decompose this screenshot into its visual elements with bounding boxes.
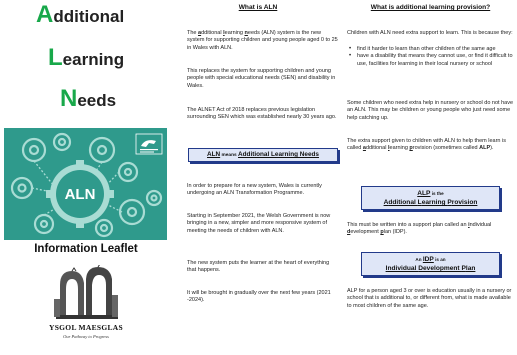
cover-aln-text: ALN: [65, 186, 96, 203]
extra-support-paragraph: Children with ALN need extra support to …: [347, 30, 513, 36]
welsh-government-logo: [135, 133, 163, 155]
idp-definition-box: An IDP is an Individual Development Plan: [361, 252, 500, 276]
alp-age-3-paragraph: ALP for a person aged 3 or over is educa…: [347, 288, 512, 309]
learner-heart-paragraph: The new system puts the learner at the h…: [187, 260, 330, 274]
title-learning: Learning: [48, 44, 125, 71]
reasons-list: find it harder to learn than other child…: [347, 46, 513, 68]
idp-plan-paragraph: This must be written into a support plan…: [347, 222, 492, 236]
gears-illustration: ALN: [4, 128, 167, 240]
list-item: find it harder to learn than other child…: [347, 46, 513, 54]
title-needs: Needs: [60, 85, 117, 112]
alp-definition-box: ALP is the Additional Learning Provision: [361, 186, 500, 210]
school-name: YSGOL MAESGLAS: [48, 323, 123, 332]
info-leaflet-title: Information Leaflet: [34, 243, 138, 255]
what-is-alp-heading: What is additional learning provision?: [370, 4, 491, 11]
what-is-aln-heading: What is ALN: [238, 4, 278, 11]
aln-definition-box: ALN means Additional Learning Needs: [188, 148, 338, 162]
alp-called-paragraph: The extra support given to children with…: [347, 138, 506, 152]
title-additional: Additional: [36, 1, 125, 28]
school-motto: Our Pathway to Progress: [63, 334, 109, 339]
alnet-act-paragraph: The ALNET Act of 2018 replaces previous …: [187, 107, 337, 121]
aln-intro-paragraph: The additional learning needs (ALN) syst…: [187, 30, 338, 51]
cover-column: Additional Learning Needs: [0, 0, 172, 355]
school-building-logo: [52, 265, 122, 321]
list-item: have a disability that means they cannot…: [347, 53, 513, 68]
transformation-paragraph: In order to prepare for a new system, Wa…: [187, 183, 322, 197]
aln-replaces-paragraph: This replaces the system for supporting …: [187, 68, 336, 89]
gradual-rollout-paragraph: It will be brought in gradually over the…: [187, 290, 331, 304]
september-2021-paragraph: Starting in September 2021, the Welsh Go…: [187, 213, 331, 234]
no-aln-paragraph: Some children who need extra help in nur…: [347, 100, 514, 121]
cover-image: ALN: [4, 128, 167, 240]
